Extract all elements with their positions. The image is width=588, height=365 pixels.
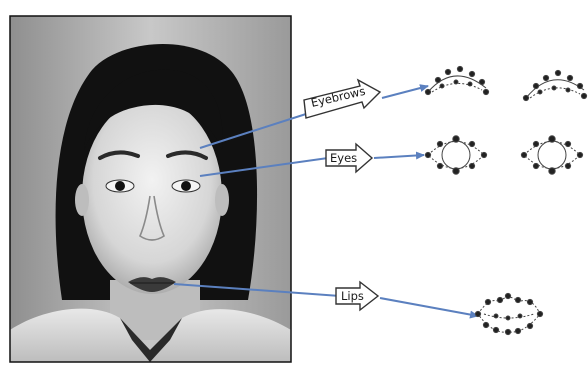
face-photo — [10, 16, 291, 362]
eyebrows-label-arrow: Eyebrows — [304, 80, 380, 118]
eye-landmarks-right — [521, 136, 582, 174]
lips-label-arrow: Lips — [336, 282, 378, 310]
eyes-to-landmarks-arrow — [374, 155, 424, 158]
eyebrow-landmarks-right — [523, 70, 586, 100]
eye-landmarks-left — [425, 136, 486, 174]
lip-landmarks — [475, 293, 542, 334]
lips-to-landmarks-arrow — [380, 298, 478, 316]
eyes-label-arrow: Eyes — [326, 144, 372, 172]
eyebrows-to-landmarks-arrow — [382, 86, 428, 98]
eyes-label: Eyes — [330, 151, 357, 165]
lips-label: Lips — [341, 289, 364, 303]
eyebrow-landmarks-left — [425, 66, 488, 94]
